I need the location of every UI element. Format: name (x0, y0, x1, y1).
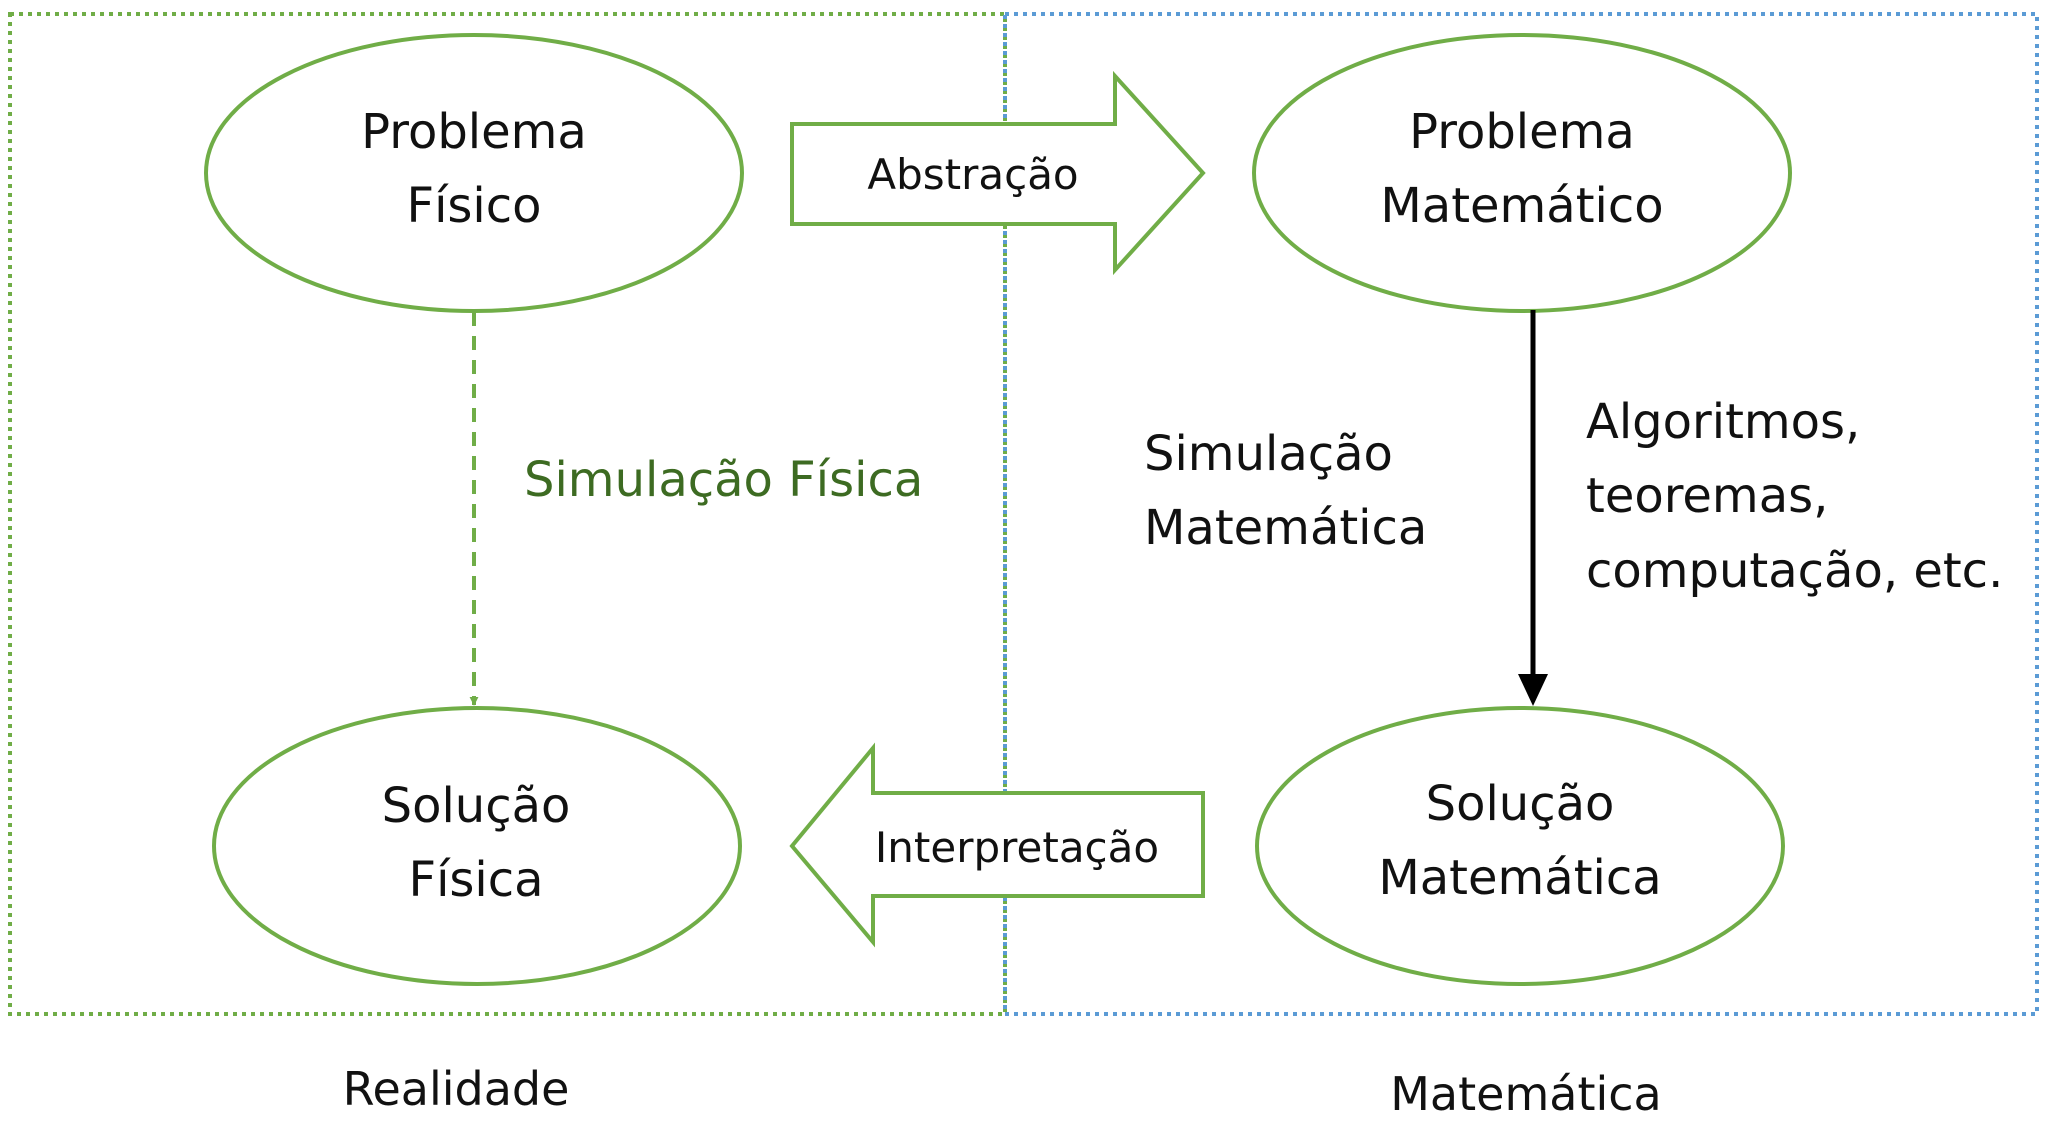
math-solution-line2: Matemática (1378, 850, 1661, 906)
mathematics-region-label: Matemática (1390, 1067, 1662, 1121)
abstraction-arrow (790, 70, 1206, 276)
math-simulation-line1: Simulação (1144, 426, 1393, 482)
interpretation-label: Interpretação (875, 823, 1159, 872)
physical-problem-node (204, 33, 744, 313)
physical-problem-line1: Problema (361, 104, 587, 160)
physical-solution-line1: Solução (382, 778, 571, 834)
math-solution-node (1255, 706, 1785, 986)
methods-line3: computação, etc. (1586, 543, 2003, 599)
math-problem-node (1252, 33, 1792, 313)
physical-solution-node (212, 706, 742, 986)
math-simulation-line2: Matemática (1144, 500, 1427, 556)
math-solution-line1: Solução (1426, 776, 1615, 832)
math-problem-line2: Matemático (1380, 178, 1663, 234)
methods-line2: teoremas, (1586, 468, 1828, 524)
physical-solution-line2: Física (408, 852, 543, 908)
methods-line1: Algoritmos, (1586, 394, 1860, 450)
interpretation-arrow (789, 742, 1205, 948)
physical-problem-line2: Físico (406, 178, 541, 234)
abstraction-label: Abstração (867, 150, 1078, 199)
reality-region-label: Realidade (343, 1062, 570, 1116)
mathematics-region-box (1003, 12, 2039, 1016)
physical-simulation-label: Simulação Física (524, 452, 923, 508)
math-problem-line1: Problema (1409, 104, 1635, 160)
math-method-arrow-head (1518, 674, 1548, 706)
